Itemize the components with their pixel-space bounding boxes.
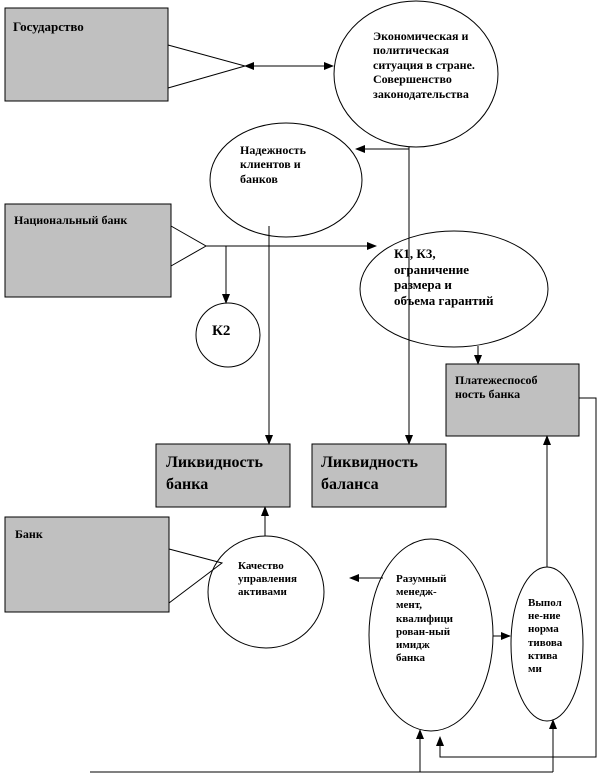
balance-liquidity-label: Ликвидность баланса [321,454,418,493]
state-label: Государство [13,19,84,34]
k2-label: К2 [212,323,231,339]
bank-wedge [168,548,224,604]
reliability-label: Надежность клиентов и банков [240,143,306,186]
bank-box [4,516,170,613]
k1-k3-label: К1, К3, ограничение размера и объема гар… [394,246,494,308]
national-bank-wedge [170,225,208,267]
economic-situation-label: Экономическая и политическая ситуация в … [373,29,475,101]
bank-label: Банк [15,527,43,541]
solvency-feedback-line [436,397,597,758]
state-wedge [167,44,247,89]
bank-liquidity-label: Ликвидность банка [166,454,263,493]
solvency-label: Платежеспособ ность банка [455,373,538,402]
national-bank-box [4,203,172,298]
economy-reliability-arrow [355,145,410,153]
state-box [4,7,169,102]
asset-management-label: Качество управления активами [238,560,297,599]
normatives-label: Выпол не-ние норма тивова ктива ми [528,597,563,675]
k1-k3-ellipse [359,230,549,348]
balance-liquidity-box [311,443,447,508]
solvency-box [445,363,580,437]
management-label: Разумный менедж- мент, квалифици рован-н… [396,573,454,665]
asset-management-ellipse [207,535,325,649]
reliability-ellipse [209,122,363,238]
bank-liquidity-box [155,443,291,508]
management-ellipse [368,538,494,732]
economic-situation-ellipse [333,0,499,148]
national-bank-label: Национальный банк [14,213,128,227]
